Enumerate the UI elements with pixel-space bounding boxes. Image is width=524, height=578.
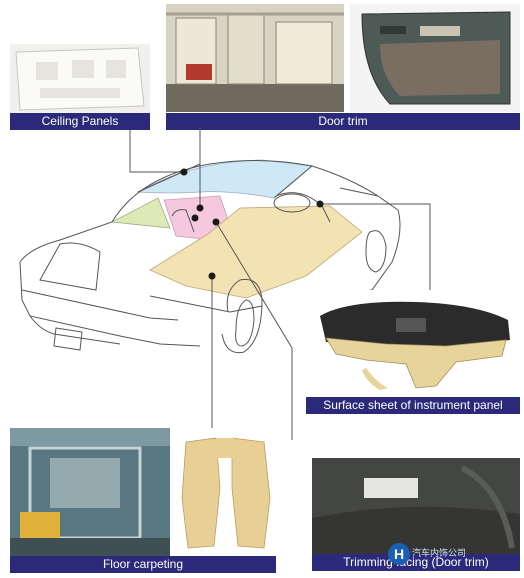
instrument-panel-photo [306, 290, 520, 396]
carpet-illustration [181, 437, 271, 549]
door-trim-part-photo [350, 4, 520, 112]
door-trim-factory-photo [166, 4, 344, 112]
leader-trimming [215, 221, 293, 440]
dot-trimming [212, 218, 220, 226]
door-trim-illustration [361, 11, 511, 105]
ceiling-panels-label: Ceiling Panels [10, 113, 150, 130]
leader-ceiling [129, 130, 184, 173]
dot-floor [208, 272, 216, 280]
factory-illustration [166, 4, 344, 112]
instrument-panel-illustration [320, 301, 510, 390]
door-trim-label: Door trim [166, 113, 520, 130]
trimming-facing-photo [312, 458, 520, 554]
dot-door [196, 204, 204, 212]
side-zone [110, 197, 171, 229]
instrument-panel-label: Surface sheet of instrument panel [306, 397, 520, 414]
dot-rear-seat [191, 214, 199, 222]
ceiling-panel-illustration [15, 47, 145, 111]
floor-carpeting-factory-photo [10, 428, 170, 556]
floor-zone [149, 205, 363, 299]
leader-instrument [320, 203, 431, 290]
floor-factory-illustration [10, 428, 170, 556]
dot-ceiling [180, 168, 188, 176]
company-logo: H [388, 543, 410, 565]
trimming-facing-label: Trimming facing (Door trim) [312, 554, 520, 571]
ceiling-panel-photo [10, 44, 150, 114]
trimming-facing-illustration [312, 458, 520, 554]
dot-instrument [316, 200, 324, 208]
floor-carpeting-part-photo [176, 428, 276, 556]
floor-carpeting-label: Floor carpeting [10, 556, 276, 573]
company-logo-text: 汽车内饰公司 [412, 548, 467, 558]
roof-zone [136, 159, 313, 199]
